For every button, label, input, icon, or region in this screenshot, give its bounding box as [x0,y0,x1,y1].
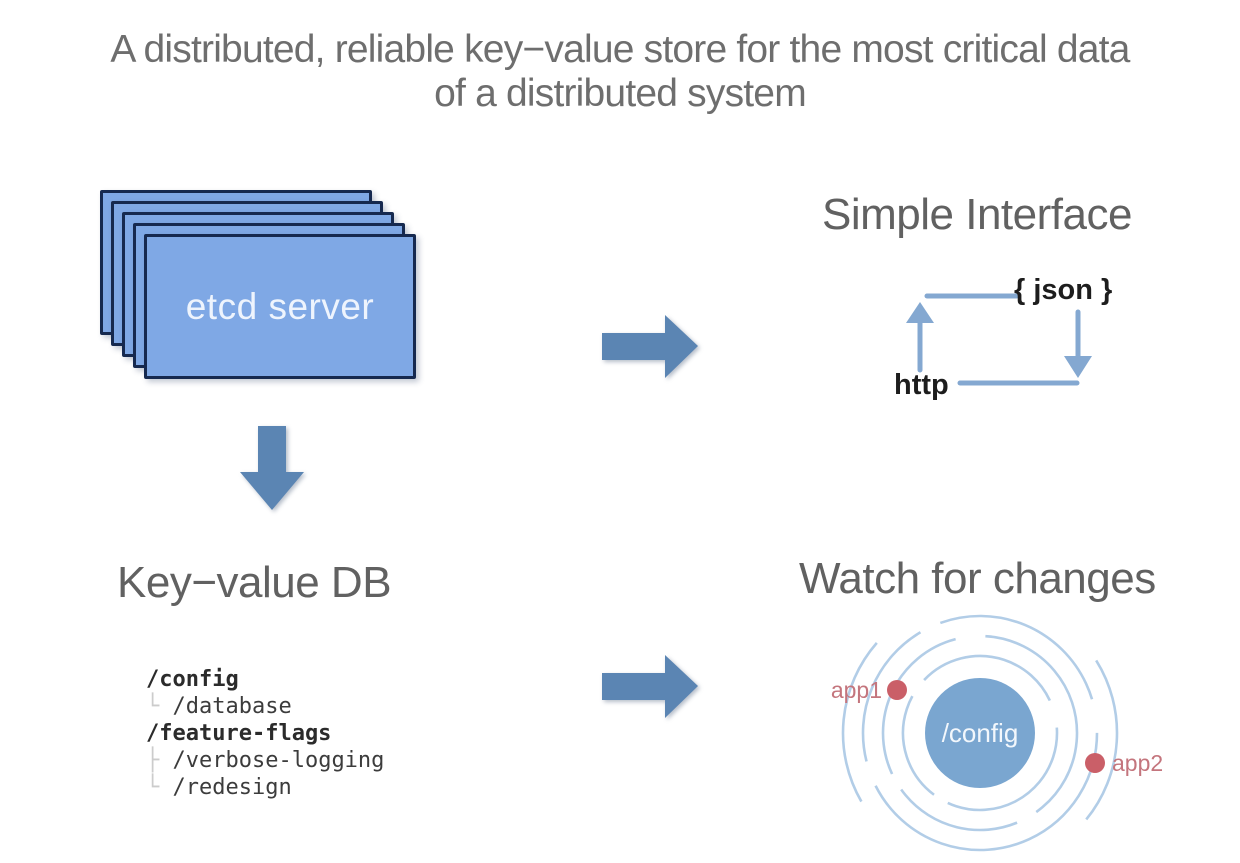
slide-title-line1: A distributed, reliable key−value store … [110,28,1130,71]
block-arrow-right-shape [602,655,698,718]
tree-row: └ /redesign [146,774,384,801]
tree-key-label: /database [172,694,292,719]
watch-for-changes-heading: Watch for changes [799,554,1156,603]
tree-row: └ /database [146,693,384,720]
tree-connector: └ [146,694,173,719]
tree-key-label: /redesign [172,775,292,800]
up-arrowhead-icon [906,302,934,323]
tree-row: ├ /verbose-logging [146,747,384,774]
key-value-tree: /config└ /database/feature-flags├ /verbo… [146,666,384,801]
tree-row: /feature-flags [146,720,384,747]
tree-connector: └ [146,775,173,800]
etcd-server-label: etcd server [185,285,375,327]
block-arrow-right-shape [602,315,698,378]
block-arrow-down-shape [240,426,304,510]
app2-label: app2 [1112,750,1163,776]
tree-row: /config [146,666,384,693]
slide-title-line2: of a distributed system [434,72,807,115]
block-arrow-right-bottom-icon [602,655,698,718]
tree-key-label: /verbose-logging [172,748,385,773]
json-label: { json } [1014,274,1113,306]
config-node-circle [925,678,1035,788]
app2-dot [1085,753,1105,773]
etcd-server-stack: etcd server [100,190,420,382]
tree-connector: ├ [146,748,173,773]
tree-key-label: /config [146,667,239,692]
http-label: http [894,369,949,401]
block-arrow-right-top-icon [602,315,698,378]
config-node-label: /config [942,718,1019,748]
http-json-cycle-diagram [906,293,1092,386]
block-arrow-down-icon [240,426,304,510]
ripple-ring-3 [861,614,1099,852]
ripple-ring-2 [881,634,1079,832]
app1-dot [887,680,907,700]
ripple-ring-1 [901,654,1059,812]
etcd-server-card-front: etcd server [144,234,416,379]
watch-ripple-diagram: /config app1 app2 [831,598,1163,863]
tree-key-label: /feature-flags [146,721,332,746]
ripple-ring-4 [841,598,1119,863]
key-value-db-heading: Key−value DB [117,558,392,607]
simple-interface-heading: Simple Interface [822,190,1132,239]
app1-label: app1 [831,677,882,703]
down-arrowhead-icon [1064,356,1092,378]
